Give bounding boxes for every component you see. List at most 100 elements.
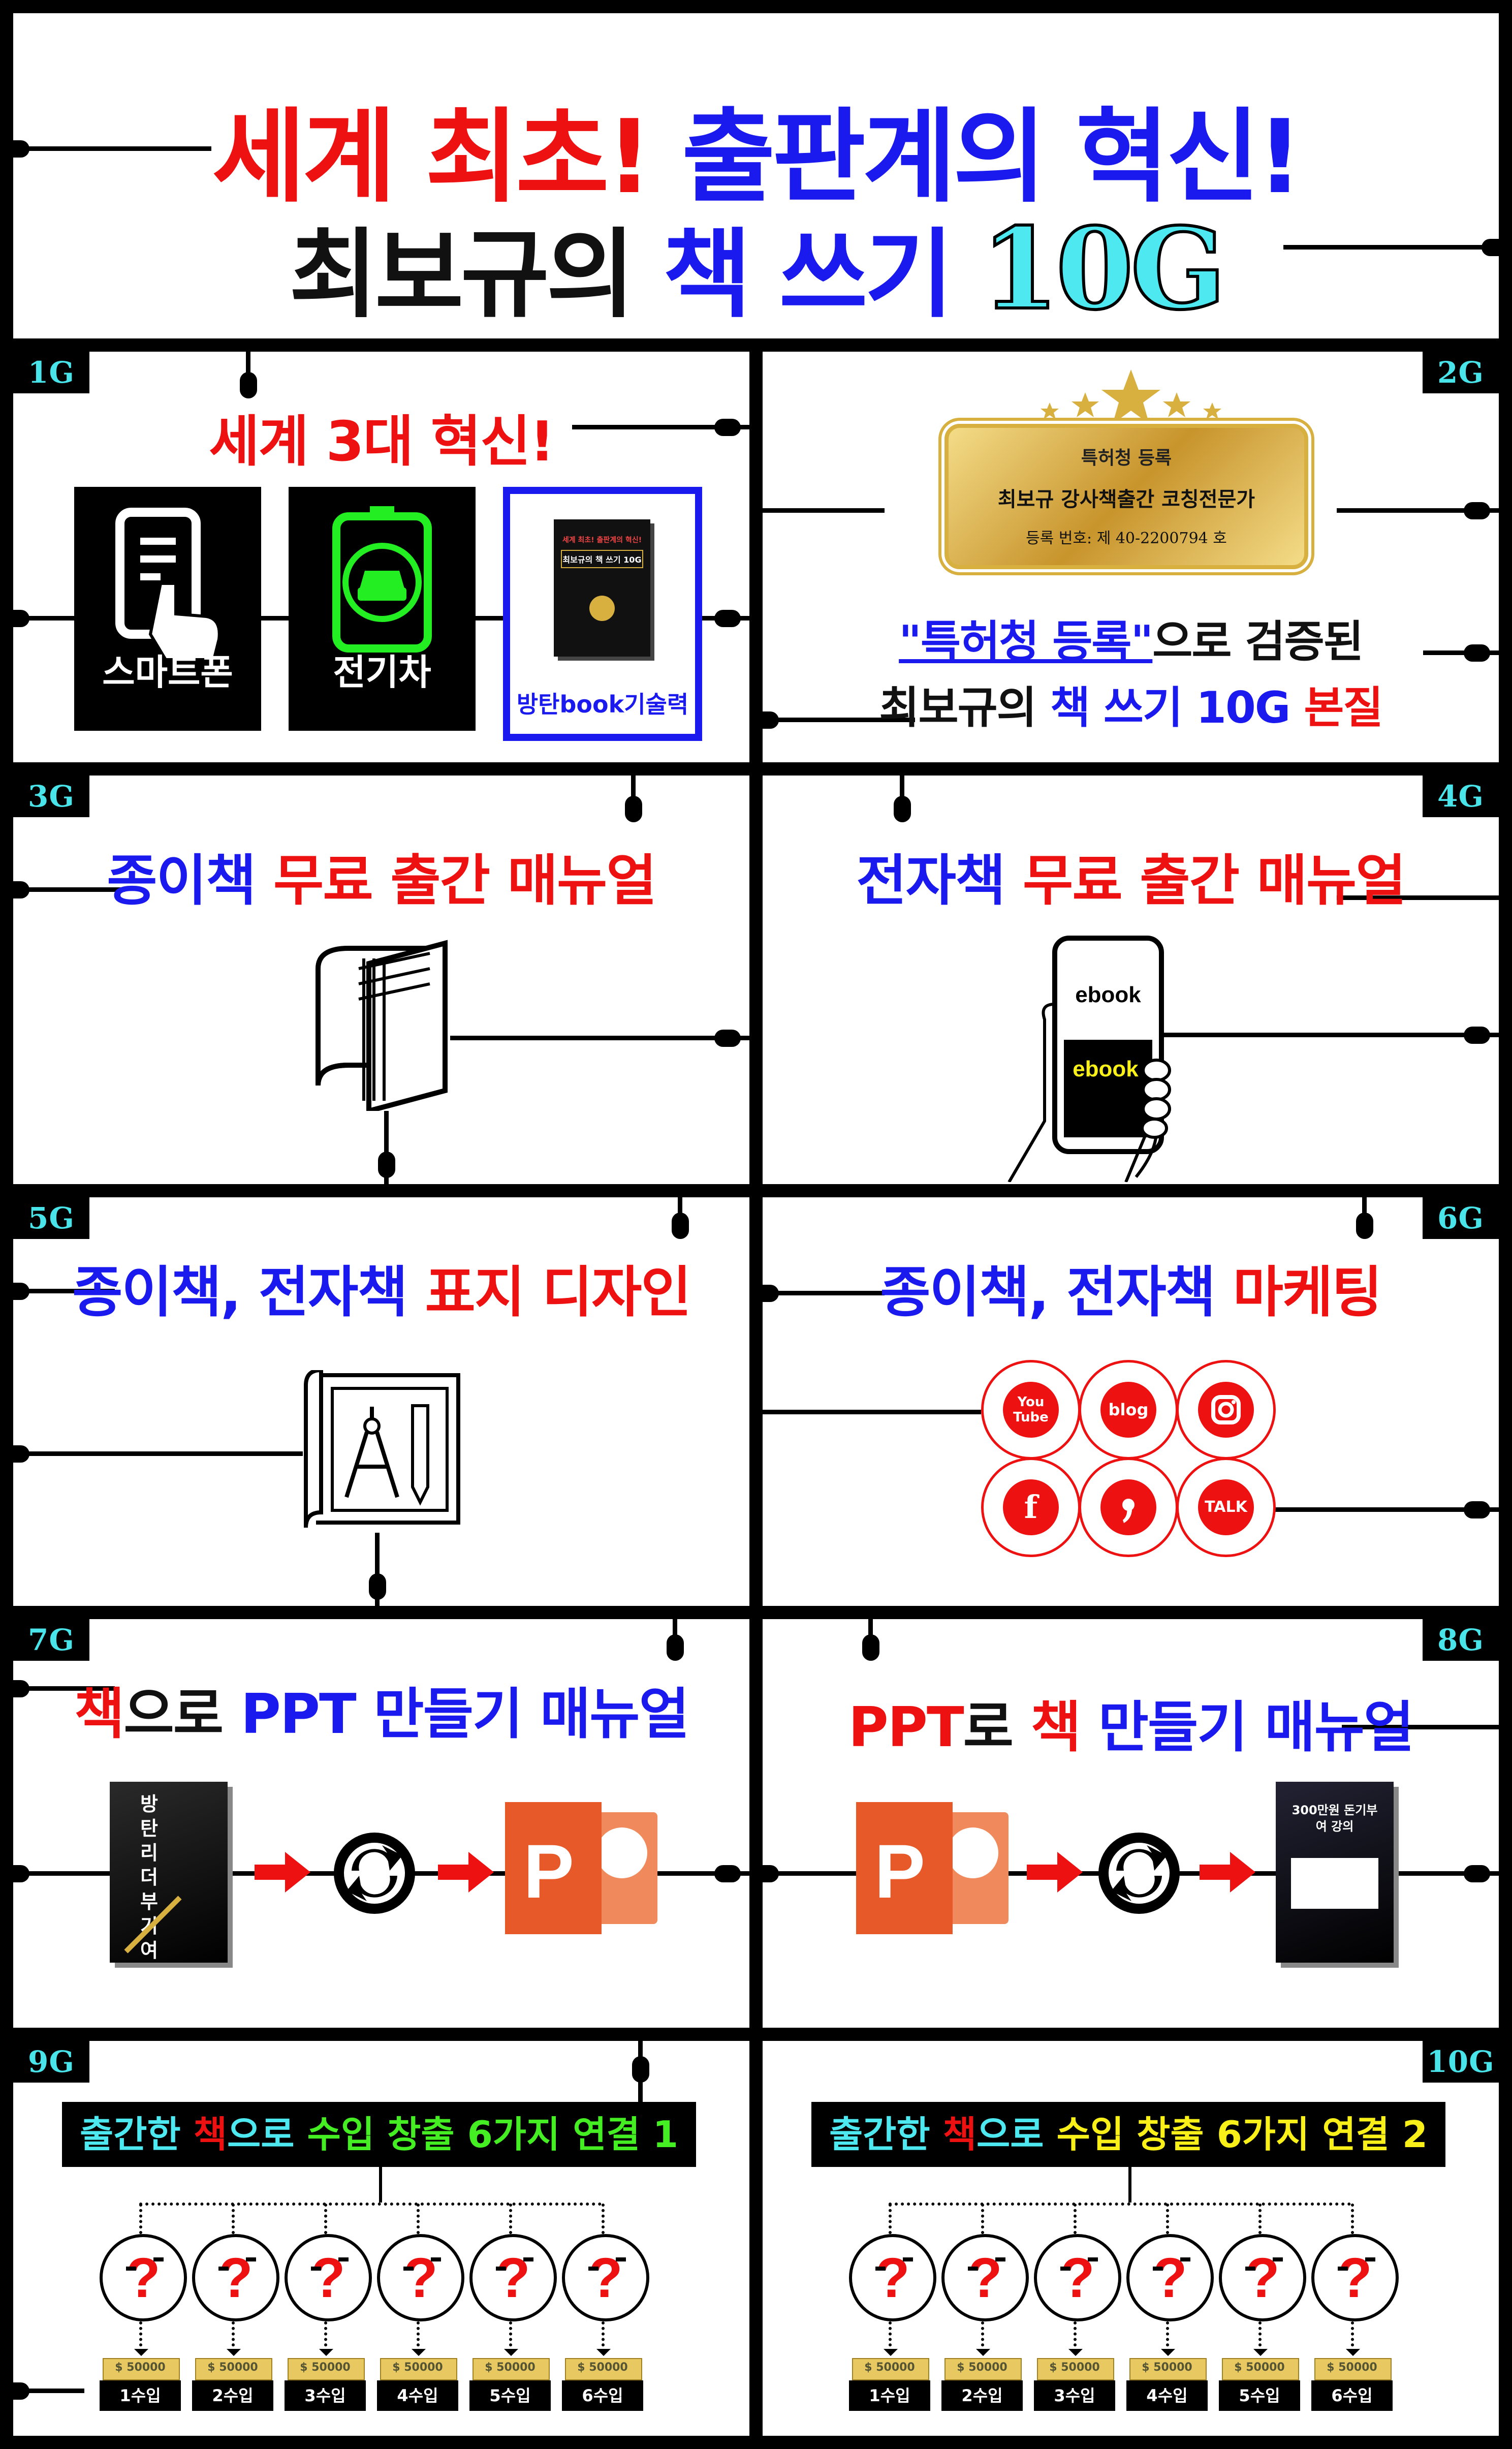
label-2g: 2G xyxy=(1423,352,1499,393)
income-bar-1: 출간한 책으로 수입 창출 6가지 연결 1 xyxy=(62,2102,696,2167)
panel-4g-title: 전자책 무료 출간 매뉴얼 xyxy=(856,849,1406,913)
electric-car-battery-icon xyxy=(332,506,432,653)
question-circle: ? xyxy=(377,2234,464,2321)
youtube-button[interactable]: You Tube xyxy=(981,1360,1081,1460)
question-mark-icon: ? xyxy=(403,2247,441,2309)
question-circle: ? xyxy=(1219,2234,1306,2321)
kakao-comma-icon xyxy=(1122,1499,1135,1523)
panel-6g-title: 종이책, 전자책 마케팅 xyxy=(880,1261,1382,1324)
svg-text:?: ? xyxy=(588,2247,622,2309)
panel-3g: 3G 종이책 무료 출간 매뉴얼 xyxy=(13,776,749,1184)
question-mark-icon: ? xyxy=(1060,2247,1098,2309)
question-circle: ? xyxy=(1126,2234,1214,2321)
arrow-icon xyxy=(255,1852,310,1893)
question-circle: ? xyxy=(285,2234,372,2321)
convert-cycle-icon xyxy=(334,1833,415,1914)
patent-plaque: 특허청 등록 최보규 강사책출간 코칭전문가 등록 번호: 제 40-22007… xyxy=(944,424,1308,569)
cash-bill-icon: $ 50000 xyxy=(377,2358,458,2386)
smartphone-caption: 스마트폰 xyxy=(102,652,233,693)
kakao-talk-button[interactable]: TALK xyxy=(1176,1458,1276,1557)
cash-bill-icon: $ 50000 xyxy=(1311,2358,1393,2386)
panel-8g: 8G PPT로 책 만들기 매뉴얼 P 300만원 돈기부여 강의 xyxy=(763,1619,1499,2028)
label-3g: 3G xyxy=(13,776,89,817)
question-mark-icon: ? xyxy=(126,2247,164,2309)
cash-bill-icon: $ 50000 xyxy=(285,2358,366,2386)
open-book-icon xyxy=(316,940,448,1111)
income-label: 1수입 xyxy=(100,2380,181,2411)
question-mark-icon: ? xyxy=(875,2247,913,2309)
panel-2g-line1: "특허청 등록"으로 검증된 xyxy=(899,616,1364,667)
label-8g: 8G xyxy=(1423,1619,1499,1661)
cash-bill-icon: $ 50000 xyxy=(1034,2358,1115,2386)
label-9g: 9G xyxy=(13,2041,89,2083)
income-label: 6수입 xyxy=(1311,2380,1393,2411)
convert-cycle-icon xyxy=(1098,1833,1180,1914)
question-circle: ? xyxy=(469,2234,557,2321)
svg-text:?: ? xyxy=(403,2247,437,2309)
question-circle: ? xyxy=(1034,2234,1121,2321)
arrow-icon xyxy=(438,1852,494,1893)
powerpoint-icon: P xyxy=(505,1802,663,1934)
cash-bill-icon: $ 50000 xyxy=(100,2358,181,2386)
income-label: 3수입 xyxy=(285,2380,366,2411)
instagram-button[interactable] xyxy=(1176,1360,1276,1460)
electric-car-caption: 전기차 xyxy=(333,652,431,693)
question-circle: ? xyxy=(941,2234,1029,2321)
cash-bill-icon: $ 50000 xyxy=(192,2358,273,2386)
cash-bill-icon: $ 50000 xyxy=(469,2358,551,2386)
question-mark-icon: ? xyxy=(1338,2247,1375,2309)
header-line-2: 최보규의 책 쓰기 10G xyxy=(289,201,1227,336)
svg-text:?: ? xyxy=(1338,2247,1372,2309)
blog-button[interactable]: blog xyxy=(1079,1360,1178,1460)
book-cover-icon: 세계 최초! 출판계의 혁신! 최보규의 책 쓰기 10G xyxy=(554,519,650,657)
label-5g: 5G xyxy=(13,1197,89,1239)
question-circle: ? xyxy=(1311,2234,1399,2321)
svg-text:?: ? xyxy=(218,2247,253,2309)
panel-6g: 6G 종이책, 전자책 마케팅 You Tube blog f TALK xyxy=(763,1197,1499,1606)
question-circle: ? xyxy=(562,2234,649,2321)
panel-7g-title: 책으로 PPT 만들기 매뉴얼 xyxy=(74,1683,689,1746)
cash-bill-icon: $ 50000 xyxy=(849,2358,930,2386)
svg-text:?: ? xyxy=(1245,2247,1279,2309)
question-circle: ? xyxy=(192,2234,279,2321)
arrow-icon xyxy=(1027,1852,1083,1893)
income-label: 6수입 xyxy=(562,2380,643,2411)
question-mark-icon: ? xyxy=(588,2247,626,2309)
book-income-cover: 300만원 돈기부여 강의 xyxy=(1276,1782,1394,1963)
blueprint-compass-pen-icon xyxy=(304,1370,460,1528)
svg-text:?: ? xyxy=(875,2247,909,2309)
question-mark-icon: ? xyxy=(1153,2247,1190,2309)
income-label: 2수입 xyxy=(941,2380,1023,2411)
svg-text:?: ? xyxy=(1060,2247,1094,2309)
svg-text:ebook: ebook xyxy=(1075,982,1141,1007)
cash-bill-icon: $ 50000 xyxy=(1126,2358,1208,2386)
panel-7g: 7G 책으로 PPT 만들기 매뉴얼 방탄리더 부기 여 P xyxy=(13,1619,749,2028)
panel-8g-title: PPT로 책 만들기 매뉴얼 xyxy=(848,1696,1414,1759)
hand-phone-ebook-icon: ebook ebook xyxy=(1007,936,1171,1182)
question-mark-icon: ? xyxy=(496,2247,533,2309)
badge-10g: 10G xyxy=(980,201,1227,336)
book-tech-box: 세계 최초! 출판계의 혁신! 최보규의 책 쓰기 10G 방탄book기술력 xyxy=(503,487,702,741)
electric-car-box: 전기차 xyxy=(289,487,476,731)
income-label: 2수입 xyxy=(192,2380,273,2411)
income-label: 1수입 xyxy=(849,2380,930,2411)
income-label: 5수입 xyxy=(469,2380,551,2411)
svg-text:?: ? xyxy=(126,2247,160,2309)
label-6g: 6G xyxy=(1423,1197,1499,1239)
question-circle: ? xyxy=(849,2234,936,2321)
label-7g: 7G xyxy=(13,1619,89,1661)
cash-bill-icon: $ 50000 xyxy=(941,2358,1023,2386)
question-mark-icon: ? xyxy=(968,2247,1005,2309)
facebook-button[interactable]: f xyxy=(981,1458,1081,1557)
header-panel: 세계 최초! 출판계의 혁신! 최보규의 책 쓰기 10G xyxy=(13,13,1499,338)
svg-text:?: ? xyxy=(968,2247,1002,2309)
book-ladder-cover: 방탄리더 부기 여 xyxy=(110,1782,228,1963)
panel-2g-line2: 최보규의 책 쓰기 10G 본질 xyxy=(879,683,1383,733)
smartphone-box: 스마트폰 xyxy=(74,487,261,731)
cash-bill-icon: $ 50000 xyxy=(1219,2358,1300,2386)
kakao-story-button[interactable] xyxy=(1079,1458,1178,1557)
svg-text:ebook: ebook xyxy=(1073,1057,1139,1081)
panel-4g: 4G 전자책 무료 출간 매뉴얼 ebook ebook xyxy=(763,776,1499,1184)
